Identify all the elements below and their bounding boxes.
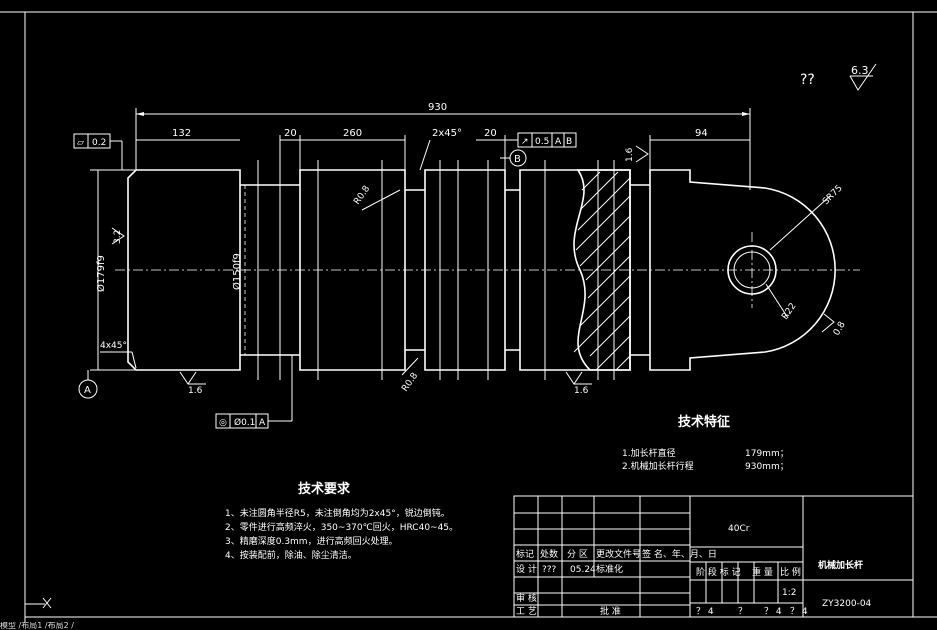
svg-text:↗: ↗ xyxy=(521,137,529,147)
svg-text:0.5: 0.5 xyxy=(535,137,549,147)
svg-text:SR75: SR75 xyxy=(821,183,845,207)
svg-text:更改文件号: 更改文件号 xyxy=(596,548,641,560)
svg-text:Ø150f9: Ø150f9 xyxy=(231,253,243,290)
svg-text:批 准: 批 准 xyxy=(600,605,621,617)
svg-text:05.24: 05.24 xyxy=(570,565,596,575)
svg-text:R0.8: R0.8 xyxy=(352,184,372,207)
svg-text:930: 930 xyxy=(428,102,447,113)
svg-text:A: A xyxy=(259,418,266,428)
svg-text:260: 260 xyxy=(343,128,362,139)
dimension-chain: 132 20 260 2x45° 20 94 xyxy=(136,128,750,171)
svg-text:1、未注圆角半径R5，未注倒角均为2x45°，锐边倒钝。: 1、未注圆角半径R5，未注倒角均为2x45°，锐边倒钝。 xyxy=(225,507,450,519)
general-roughness: ?? 6.3 xyxy=(800,63,877,91)
tolerance-flatness: ▱ 0.2 xyxy=(73,133,123,170)
svg-text:40Cr: 40Cr xyxy=(728,524,750,534)
svg-text:20: 20 xyxy=(284,128,297,139)
svg-text:Ø179f9: Ø179f9 xyxy=(95,255,107,292)
svg-text:机械加长杆: 机械加长杆 xyxy=(818,559,863,571)
datum-a: A xyxy=(78,370,98,399)
svg-text:1.6: 1.6 xyxy=(574,386,589,396)
roughness-marks: 3.2 1.6 1.6 1.6 0.8 xyxy=(111,145,848,396)
svg-text:??: ?? xyxy=(800,72,815,88)
dimension-diameters: Ø179f9 Ø150f9 xyxy=(90,169,243,371)
tech-requirements: 技术要求 1、未注圆角半径R5，未注倒角均为2x45°，锐边倒钝。 2、零件进行… xyxy=(225,481,458,561)
svg-text:A: A xyxy=(84,385,91,396)
svg-text:1.6: 1.6 xyxy=(625,147,635,162)
svg-text:签 名、年、月、日: 签 名、年、月、日 xyxy=(642,548,717,560)
svg-text:ZY3200-04: ZY3200-04 xyxy=(822,599,872,609)
svg-text:技术要求: 技术要求 xyxy=(298,481,351,497)
svg-text:2x45°: 2x45° xyxy=(432,128,462,139)
svg-text:94: 94 xyxy=(695,128,708,139)
svg-text:▱: ▱ xyxy=(77,138,84,148)
svg-text:设 计: 设 计 xyxy=(516,563,537,575)
svg-text:技术特征: 技术特征 xyxy=(678,414,730,430)
tech-features: 技术特征 1.加长杆直径 179mm； 2.机械加长杆行程 930mm； xyxy=(622,414,789,472)
svg-text:B: B xyxy=(566,137,572,147)
svg-text:4、按装配前，除油、除尘清洁。: 4、按装配前，除油、除尘清洁。 xyxy=(225,549,357,561)
tolerance-runout: ↗ 0.5 A B xyxy=(505,132,577,148)
title-block: 标记 处数 分 区 更改文件号 签 名、年、月、日 设 计 ??? 05.24 … xyxy=(513,495,914,618)
svg-text:2.机械加长杆行程: 2.机械加长杆行程 xyxy=(622,460,694,472)
svg-text:1.6: 1.6 xyxy=(188,386,203,396)
svg-text:重 量: 重 量 xyxy=(752,566,773,578)
svg-text:B: B xyxy=(514,154,521,165)
shaft-outline xyxy=(127,160,836,380)
layout-tabs-status[interactable]: 模型 /布局1 /布局2 / xyxy=(0,622,937,630)
svg-text:132: 132 xyxy=(172,128,191,139)
svg-text:A: A xyxy=(555,137,562,147)
svg-text:3.2: 3.2 xyxy=(113,230,123,244)
svg-text:阶 段 标 记: 阶 段 标 记 xyxy=(696,566,741,578)
svg-text:179mm；: 179mm； xyxy=(745,449,789,459)
svg-text:审 核: 审 核 xyxy=(516,592,537,604)
svg-text:0.8: 0.8 xyxy=(832,320,848,338)
svg-text:4x45°: 4x45° xyxy=(100,341,127,351)
svg-text:？ 4: ？ 4 xyxy=(696,607,714,617)
svg-text:1:2: 1:2 xyxy=(782,588,796,598)
svg-text:3、精磨深度0.3mm，进行高频回火处理。: 3、精磨深度0.3mm，进行高频回火处理。 xyxy=(225,535,398,547)
svg-text:？ 4: ？ 4 xyxy=(790,607,808,617)
svg-text:标准化: 标准化 xyxy=(596,563,623,575)
svg-text:工 艺: 工 艺 xyxy=(516,606,537,617)
svg-text:2、零件进行高频淬火，350~370℃回火，HRC40~45: 2、零件进行高频淬火，350~370℃回火，HRC40~45。 xyxy=(225,521,458,533)
svg-text:20: 20 xyxy=(484,128,497,139)
svg-text:R22: R22 xyxy=(780,301,798,321)
svg-text:？: ？ xyxy=(738,607,747,617)
svg-text:6.3: 6.3 xyxy=(851,64,869,77)
drawing-frame xyxy=(0,11,937,622)
svg-text:？ 4: ？ 4 xyxy=(764,607,782,617)
svg-text:标记: 标记 xyxy=(516,548,534,560)
svg-text:0.2: 0.2 xyxy=(92,138,106,148)
tolerance-concentricity: ◎ Ø0.1 A xyxy=(215,355,293,429)
svg-text:◎: ◎ xyxy=(219,418,227,428)
radius-labels: R0.8 R0.8 4x45° SR75 R22 xyxy=(100,183,845,394)
svg-text:分 区: 分 区 xyxy=(567,549,588,560)
svg-text:???: ??? xyxy=(542,565,557,575)
svg-text:930mm；: 930mm； xyxy=(745,462,789,472)
datum-b: B xyxy=(500,149,527,167)
svg-text:Ø0.1: Ø0.1 xyxy=(234,417,255,428)
svg-text:处数: 处数 xyxy=(540,548,558,560)
dimension-overall: 930 xyxy=(135,102,751,190)
svg-text:1.加长杆直径: 1.加长杆直径 xyxy=(622,447,676,459)
svg-text:比 例: 比 例 xyxy=(780,566,801,578)
